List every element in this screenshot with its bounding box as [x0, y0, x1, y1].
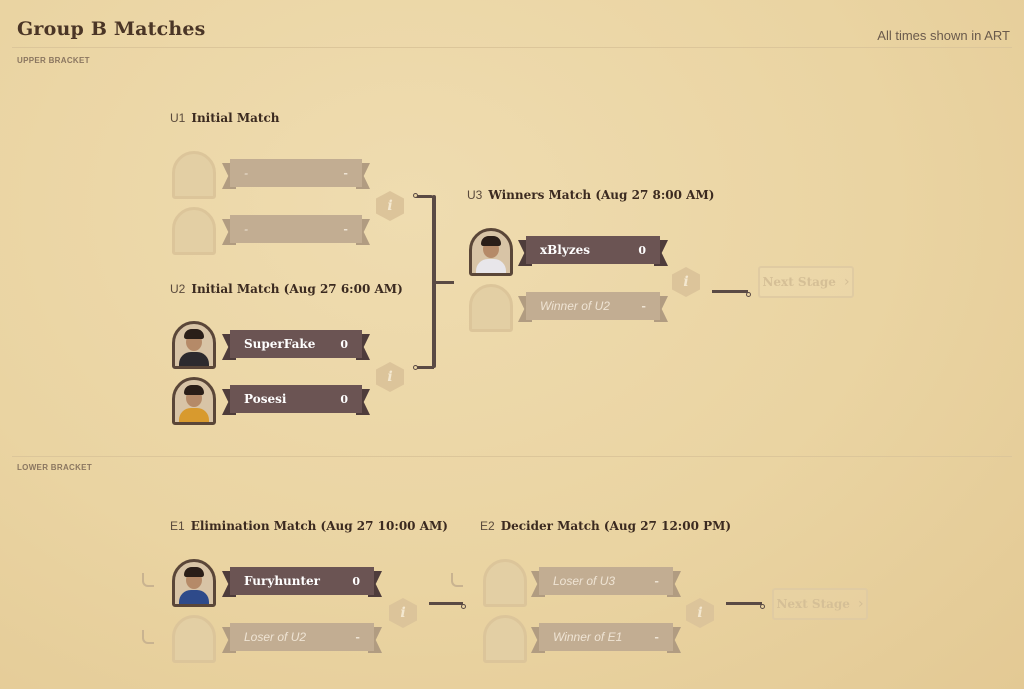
avatar — [483, 615, 527, 663]
match-e1-code: E1 — [170, 519, 185, 533]
player-score: - — [654, 574, 659, 588]
chevron-right-icon: › — [857, 596, 864, 612]
match-u3-player1[interactable]: xBlyzes 0 — [518, 236, 668, 266]
player-name: Posesi — [244, 392, 287, 406]
avatar — [172, 615, 216, 663]
player-score: - — [343, 166, 348, 180]
avatar — [469, 284, 513, 332]
chevron-right-icon: › — [843, 274, 850, 290]
drop-in-connector — [142, 573, 154, 587]
info-icon[interactable]: i — [376, 191, 404, 221]
bracket-connector — [416, 195, 434, 198]
match-u2-player2[interactable]: Posesi 0 — [222, 385, 370, 415]
info-icon[interactable]: i — [389, 598, 417, 628]
match-u3-code: U3 — [467, 188, 483, 202]
match-u2-code: U2 — [170, 282, 186, 296]
player-name: SuperFake — [244, 337, 316, 351]
next-stage-label: Next Stage — [776, 597, 850, 611]
player-name: - — [244, 222, 248, 236]
info-icon[interactable]: i — [376, 362, 404, 392]
player-score: 0 — [352, 574, 360, 588]
bracket-connector — [434, 281, 454, 284]
match-u2-title: Initial Match (Aug 27 6:00 AM) — [191, 282, 403, 296]
match-u3-header: U3 Winners Match (Aug 27 8:00 AM) — [467, 188, 714, 202]
bracket-connector — [726, 602, 762, 605]
player-name: Furyhunter — [244, 574, 321, 588]
connector-dot — [413, 365, 418, 370]
avatar — [469, 228, 513, 276]
player-name: Loser of U2 — [244, 630, 307, 644]
player-score: 0 — [638, 243, 646, 257]
info-icon[interactable]: i — [686, 598, 714, 628]
next-stage-button[interactable]: Next Stage › — [758, 266, 854, 298]
bracket-connector — [416, 366, 434, 369]
match-e2-player1[interactable]: Loser of U3 - — [531, 567, 681, 597]
match-u3-title: Winners Match (Aug 27 8:00 AM) — [488, 188, 715, 202]
player-score: - — [343, 222, 348, 236]
drop-in-connector — [451, 573, 463, 587]
next-stage-label: Next Stage — [762, 275, 836, 289]
player-score: - — [355, 630, 360, 644]
avatar — [483, 559, 527, 607]
avatar — [172, 207, 216, 255]
player-score: 0 — [340, 337, 348, 351]
connector-dot — [413, 193, 418, 198]
info-icon[interactable]: i — [672, 267, 700, 297]
match-e1-player1[interactable]: Furyhunter 0 — [222, 567, 382, 597]
player-name: Winner of U2 — [540, 299, 610, 313]
page-title: Group B Matches — [17, 18, 206, 40]
header-divider — [12, 47, 1012, 48]
bracket-connector — [429, 602, 463, 605]
match-e1-header: E1 Elimination Match (Aug 27 10:00 AM) — [170, 519, 448, 533]
match-e2-header: E2 Decider Match (Aug 27 12:00 PM) — [480, 519, 731, 533]
connector-dot — [461, 604, 466, 609]
avatar — [172, 321, 216, 369]
player-name: Loser of U3 — [553, 574, 616, 588]
match-u1-code: U1 — [170, 111, 186, 125]
player-name: - — [244, 166, 248, 180]
match-u1-player2[interactable]: -- — [222, 215, 370, 245]
match-u1-header: U1 Initial Match — [170, 111, 280, 125]
match-e2-player2[interactable]: Winner of E1 - — [531, 623, 681, 653]
bracket-connector — [712, 290, 748, 293]
connector-dot — [760, 604, 765, 609]
match-e1-player2[interactable]: Loser of U2 - — [222, 623, 382, 653]
drop-in-connector — [142, 630, 154, 644]
upper-bracket-label: UPPER BRACKET — [17, 56, 90, 65]
next-stage-button[interactable]: Next Stage › — [772, 588, 868, 620]
lower-bracket-label: LOWER BRACKET — [17, 463, 93, 472]
match-u3-player2[interactable]: Winner of U2 - — [518, 292, 668, 322]
match-u2-header: U2 Initial Match (Aug 27 6:00 AM) — [170, 282, 403, 296]
connector-dot — [746, 292, 751, 297]
timezone-note: All times shown in ART — [877, 28, 1010, 43]
match-u1-title: Initial Match — [191, 111, 280, 125]
avatar — [172, 151, 216, 199]
player-score: - — [641, 299, 646, 313]
player-score: 0 — [340, 392, 348, 406]
avatar — [172, 377, 216, 425]
player-name: Winner of E1 — [553, 630, 623, 644]
avatar — [172, 559, 216, 607]
match-e2-code: E2 — [480, 519, 495, 533]
match-e2-title: Decider Match (Aug 27 12:00 PM) — [500, 519, 732, 533]
player-name: xBlyzes — [540, 243, 591, 257]
section-divider — [12, 456, 1012, 457]
match-u1-player1[interactable]: -- — [222, 159, 370, 189]
player-score: - — [654, 630, 659, 644]
match-u2-player1[interactable]: SuperFake 0 — [222, 330, 370, 360]
match-e1-title: Elimination Match (Aug 27 10:00 AM) — [190, 519, 448, 533]
